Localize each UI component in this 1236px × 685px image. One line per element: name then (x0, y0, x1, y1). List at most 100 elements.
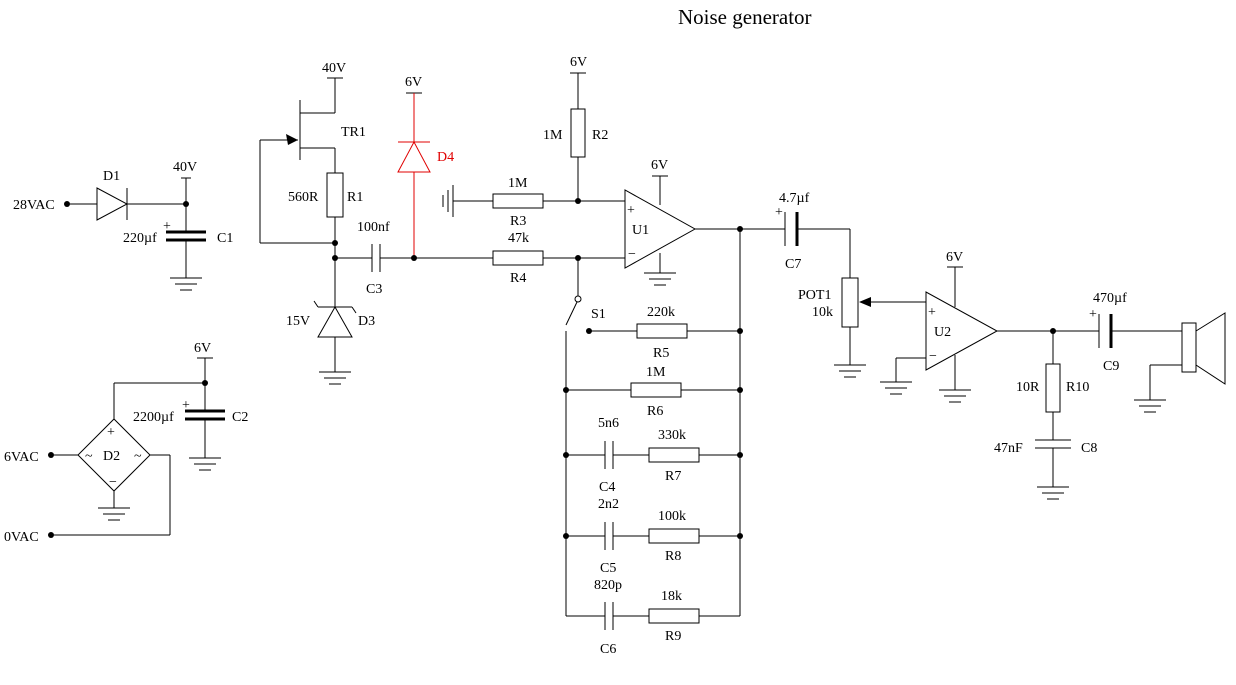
c9-plus-sign: + (1089, 307, 1097, 322)
label-r9: R9 (665, 629, 681, 644)
switch-s1[interactable] (565, 301, 578, 326)
u1-minus: − (628, 247, 636, 262)
resistor-r4 (492, 250, 544, 266)
resistor-r6 (630, 382, 682, 398)
resistor-r1 (326, 172, 344, 218)
d2-ac-left: ~ (85, 449, 93, 464)
label-pot1: POT1 (798, 288, 831, 303)
label-c2-value: 2200µf (133, 410, 174, 425)
c1-plus-sign: + (163, 219, 171, 234)
label-r5: R5 (653, 346, 669, 361)
terminal-28vac[interactable] (64, 201, 70, 207)
u1-input-network: 1M R3 6V 1M R2 47k R4 (414, 55, 625, 286)
zener-d3 (317, 305, 353, 338)
label-r9-value: 18k (661, 589, 682, 604)
label-c9: C9 (1103, 359, 1119, 374)
switch-s1-pivot[interactable] (574, 295, 582, 303)
pot1-wiper[interactable] (859, 297, 871, 307)
c7-plus-sign: + (775, 205, 783, 220)
label-c9-value: 470µf (1093, 291, 1127, 306)
label-r8: R8 (665, 549, 681, 564)
terminal-6vac[interactable] (48, 452, 54, 458)
diode-d1 (96, 187, 129, 221)
label-u2: U2 (934, 325, 951, 340)
resistor-r10 (1045, 363, 1061, 413)
label-c3: C3 (366, 282, 382, 297)
label-d3-value: 15V (286, 314, 310, 329)
c7-pot1-group: + 4.7µf C7 POT1 10k (775, 191, 926, 378)
label-c6: C6 (600, 642, 616, 657)
label-r4: R4 (510, 271, 526, 286)
label-r3-value: 1M (508, 176, 528, 191)
label-c2: C2 (232, 410, 248, 425)
resistor-r9 (648, 608, 700, 624)
label-r6: R6 (647, 404, 663, 419)
label-c7: C7 (785, 257, 801, 272)
label-6v-r2: 6V (570, 55, 587, 70)
label-c5-value: 2n2 (598, 497, 619, 512)
resistor-r8 (648, 528, 700, 544)
label-d2: D2 (103, 449, 120, 464)
resistor-r7 (648, 447, 700, 463)
ground-c8 (1037, 486, 1069, 500)
six-volt-supply: 6V + − ~ ~ D2 6VAC 0VAC + 2200µf C2 (4, 341, 248, 545)
label-c8-value: 47nF (994, 441, 1023, 456)
tr1-noise-source-group: 40V TR1 560R R1 15V D3 (259, 61, 413, 385)
ground-d3 (319, 371, 351, 385)
label-c7-value: 4.7µf (779, 191, 810, 206)
label-u1: U1 (632, 223, 649, 238)
label-r4-value: 47k (508, 231, 529, 246)
label-d3: D3 (358, 314, 375, 329)
label-c8: C8 (1081, 441, 1097, 456)
label-c6-value: 820p (594, 578, 622, 593)
label-r8-value: 100k (658, 509, 686, 524)
label-pot1-value: 10k (812, 305, 833, 320)
label-s1: S1 (591, 307, 606, 322)
ground-pot1 (834, 364, 866, 378)
feedback-network: S1 220k R5 1M R6 5n6 C4 330k R7 (563, 229, 743, 657)
label-d1: D1 (103, 169, 120, 184)
speaker-icon (1181, 322, 1197, 373)
resistor-r3 (492, 193, 544, 209)
label-c1-value: 220µf (123, 231, 157, 246)
label-d4: D4 (437, 150, 454, 165)
label-r1-value: 560R (288, 190, 319, 205)
resistor-r2 (570, 108, 586, 158)
label-40v-tr1: 40V (322, 61, 346, 76)
opamp-u1: + − U1 6V (624, 158, 785, 286)
label-r6-value: 1M (646, 365, 666, 380)
label-6v-d4: 6V (405, 75, 422, 90)
d2-ac-right: ~ (134, 449, 142, 464)
d4-bias-diode-group: 6V D4 (397, 75, 454, 261)
label-c4-value: 5n6 (598, 416, 619, 431)
label-r2: R2 (592, 128, 608, 143)
label-r3: R3 (510, 214, 526, 229)
label-c1: C1 (217, 231, 233, 246)
u2-minus: − (929, 349, 937, 364)
label-r5-value: 220k (647, 305, 675, 320)
output-stage: 10R R10 47nF C8 + 470µf C9 (994, 291, 1226, 500)
u1-plus: + (627, 203, 635, 218)
opamp-u2: + − U2 6V (880, 250, 1099, 403)
diode-d4 (397, 140, 431, 173)
potentiometer-pot1[interactable] (841, 277, 859, 328)
label-c4: C4 (599, 480, 615, 495)
label-6v-u2: 6V (946, 250, 963, 265)
u2-plus: + (928, 305, 936, 320)
label-r7: R7 (665, 469, 681, 484)
ground-c1 (170, 277, 202, 291)
terminal-0vac[interactable] (48, 532, 54, 538)
d2-plus: + (107, 425, 115, 440)
label-40v-c1: 40V (173, 160, 197, 175)
c2-plus-sign: + (182, 398, 190, 413)
label-r7-value: 330k (658, 428, 686, 443)
label-r10-value: 10R (1016, 380, 1040, 395)
resistor-r5 (636, 323, 688, 339)
label-c3-value: 100nf (357, 220, 390, 235)
d1-rectifier-group: 28VAC D1 40V + 220µf C1 (13, 160, 233, 291)
d2-minus: − (109, 475, 117, 490)
label-6vac: 6VAC (4, 450, 39, 465)
label-tr1: TR1 (341, 125, 366, 140)
label-c5: C5 (600, 561, 616, 576)
